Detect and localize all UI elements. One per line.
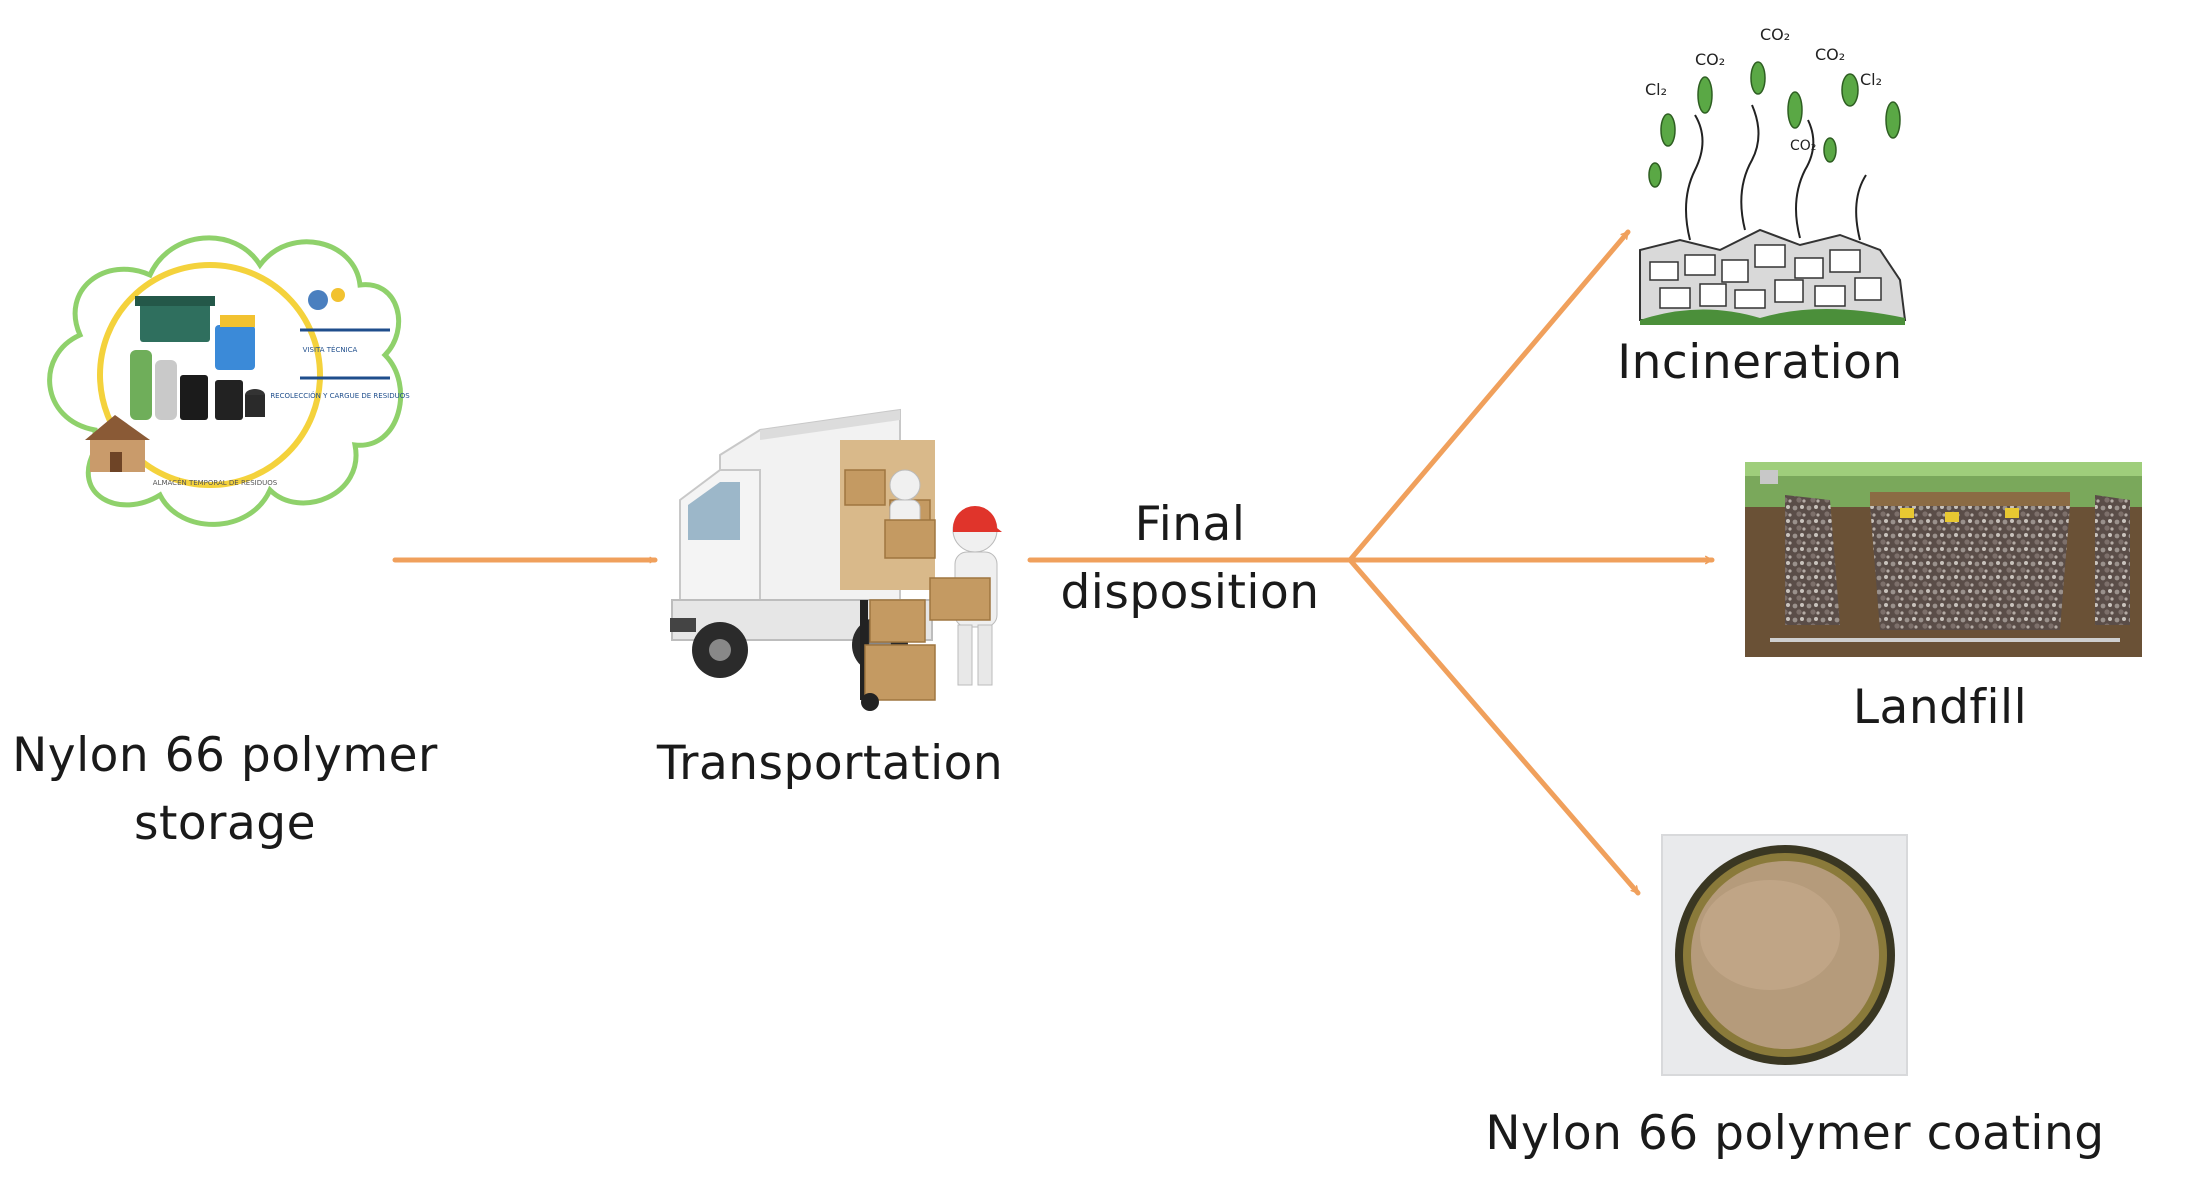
storage-label-line2: storage [133,796,317,852]
truck-illustration [670,408,1002,711]
storage-label: Nylon 66 polymer storage [0,722,450,858]
incineration-illustration: Cl₂ CO₂ CO₂ CO₂ Cl₂ CO₂ [1639,25,1907,325]
final-label-line2: disposition [1060,565,1320,621]
landfill-label: Landfill [1790,674,2090,742]
arrow-branch-to-coating [1347,557,1641,896]
gas-label: CO₂ [1760,25,1790,44]
coating-label-text: Nylon 66 polymer coating [1485,1106,2105,1161]
storage-inner-text: ALMACÉN TEMPORAL DE RESIDUOS [153,478,278,487]
final-label-line1: Final [1134,497,1246,552]
transport-label-text: Transportation [656,736,1004,791]
dumpster-icon [140,300,210,342]
storage-illustration: VISITA TÉCNICA RECOLECCIÓN Y CARGUE DE R… [47,235,410,527]
storage-label-line1: Nylon 66 polymer [12,728,438,783]
landfill-illustration [1745,462,2142,657]
gas-label: Cl₂ [1645,80,1667,99]
blue-bin-icon [215,325,255,370]
gas-label: CO₂ [1790,138,1816,154]
gas-cylinder-icon [130,350,152,420]
arrow-branch-to-incineration [1347,229,1631,563]
gas-label: Cl₂ [1860,70,1882,89]
transport-label: Transportation [630,730,1030,798]
incineration-label-text: Incineration [1617,335,1903,390]
warehouse-icon [85,415,150,472]
gas-label: CO₂ [1695,50,1725,69]
landfill-label-text: Landfill [1852,680,2028,735]
black-drum-icon [180,375,208,420]
arrows [392,229,1715,896]
gas-label: CO₂ [1815,45,1845,64]
coating-illustration [1661,834,1908,1076]
storage-inner-text: VISITA TÉCNICA [303,345,358,354]
incineration-label: Incineration [1580,329,1940,397]
coating-label: Nylon 66 polymer coating [1470,1100,2120,1168]
final-disposition-label: Final disposition [1040,491,1340,627]
storage-inner-text: RECOLECCIÓN Y CARGUE DE RESIDUOS [270,391,410,400]
